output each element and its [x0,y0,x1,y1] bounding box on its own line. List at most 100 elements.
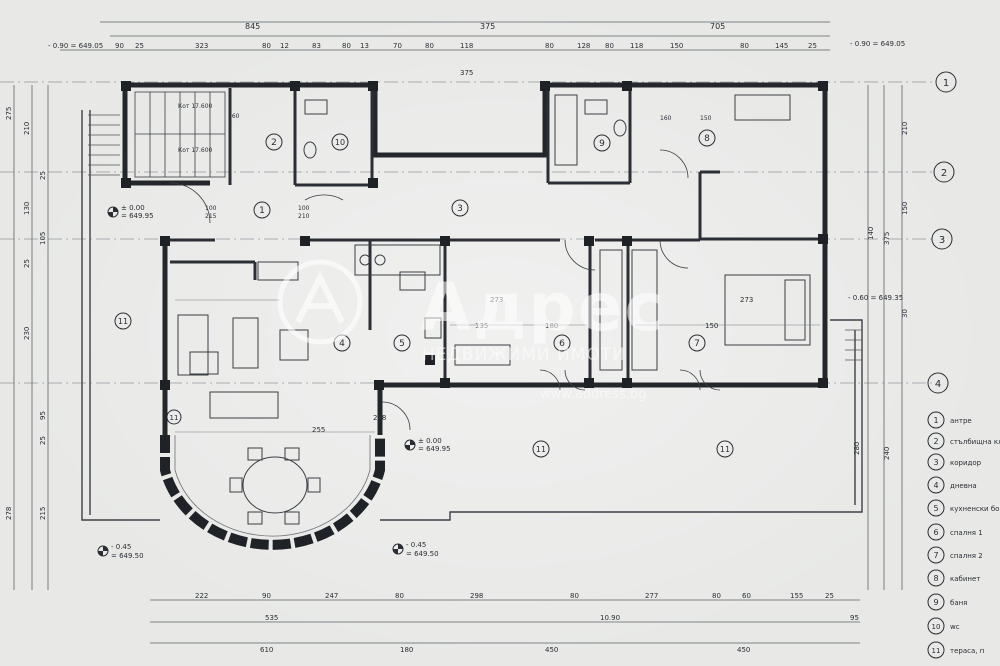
legend-num-8: 8 [933,574,938,583]
staircase [134,91,226,178]
dim-bot1-5: 80 [570,592,579,600]
dim-right-5: 280 [853,442,861,455]
legend-label-9: баня [950,599,967,607]
dim-top4-10: 118 [460,42,473,50]
dim-bot2-2: 95 [850,614,859,622]
inner-dimension-lines [175,299,820,433]
room-label-11a: 11 [118,317,128,326]
legend-label-1: антре [950,417,972,425]
door-swings [169,149,721,431]
dim-top1: 845 [245,22,260,31]
dim-top4-11: 80 [545,42,554,50]
grid-axis-markers: 1 2 3 4 [927,71,957,394]
bedroom-furniture [454,249,811,371]
room-label-1: 1 [259,206,265,216]
dim-inner-1: 273 [490,296,503,304]
legend-num-7: 7 [933,551,938,560]
dining-table [229,447,321,525]
level-top-right: - 0.90 = 649.05 [850,40,905,48]
level-center-1b: = 649.95 [418,445,451,453]
room-marker-11b [532,440,550,458]
room-marker-5 [393,334,411,352]
stair-level-2: Кот 17.600 [178,147,213,154]
legend-label-7: спалня 2 [950,552,983,560]
level-symbol-bottom-center [392,543,404,555]
dim-bot3-1: 180 [400,646,413,654]
dim-right-2: 375 [883,232,891,245]
room-marker-10 [331,133,349,151]
stair-level-1: Кот 17.600 [178,103,213,110]
level-symbol-center [404,439,416,451]
level-bottom-center-b: = 649.50 [406,550,439,558]
room-marker-11a [114,312,132,330]
dim-bot2-1: 10.90 [600,614,620,622]
structural-columns [121,81,828,390]
dim-inner-5: 150 [705,322,718,330]
legend-num-3: 3 [933,458,938,467]
room-markers: 1 2 3 4 5 6 7 8 9 10 11 11 11 11 [114,129,734,458]
legend-num-4: 4 [933,481,938,490]
room-label-8: 8 [704,134,710,144]
legend-label-4: дневна [950,482,977,490]
room-marker-6 [553,334,571,352]
room-label-4: 4 [339,339,345,349]
axis-marker-3 [931,228,953,250]
legend-num-6: 6 [933,528,938,537]
living-furniture [177,261,309,419]
interior-walls [165,88,825,385]
level-center-1: ± 0.00 [418,437,442,445]
terrace-outline [81,110,863,521]
room-marker-3 [451,199,469,217]
room-label-3: 3 [457,204,463,214]
terrace-stair-hatch [88,114,862,361]
dim-left-0: 275 [5,107,13,120]
dim-inner-9: 248 [373,414,386,422]
room-label-5: 5 [399,339,405,349]
dimension-lines [13,21,903,644]
dining-bay [160,435,385,550]
room-marker-2 [265,133,283,151]
dim-bot3-0: 610 [260,646,273,654]
dim-top4-0: 90 [115,42,124,50]
dim-top4-16: 80 [740,42,749,50]
dim-right-4: 30 [901,309,909,318]
dim-inner-0: 375 [460,69,473,77]
axis-label-4: 4 [935,379,941,390]
room-label-10: 10 [335,138,345,147]
legend-num-2: 2 [933,437,938,446]
legend-item: 9 баня [927,593,967,611]
dim-top4-12: 128 [577,42,590,50]
axis-marker-2 [933,161,955,183]
legend-label-11: тераса, п [950,647,984,655]
dim-top3: 705 [710,22,725,31]
level-left-1: ± 0.00 [121,204,145,212]
room-marker-11c [716,440,734,458]
legend-item: 8 кабинет [927,569,980,587]
watermark: Адрес НЕДВИЖИМИ ИМОТИ www.address.bg [277,259,666,402]
dim-bot1-6: 277 [645,592,658,600]
dim-bot1-2: 247 [325,592,338,600]
dim-inner-8: 255 [312,426,325,434]
axis-label-2: 2 [941,168,947,179]
room-label-11d: 11 [170,414,179,422]
watermark-brand: Адрес [420,269,666,346]
level-left-1b: = 649.95 [121,212,154,220]
dim-top4-7: 13 [360,42,369,50]
axis-label-1: 1 [943,78,949,89]
room-label-2: 2 [271,138,277,148]
dim-left-2: 25 [39,171,47,180]
legend-num-5: 5 [933,504,938,513]
room-label-11c: 11 [720,445,730,454]
legend-item: 6 спалня 1 [927,523,983,541]
legend-item: 10 wc [927,617,960,635]
room-label-7: 7 [694,339,700,349]
dim-inner-4: 273 [740,296,753,304]
room-marker-8 [698,129,716,147]
dim-bot2-0: 535 [265,614,278,622]
legend-item: 2 стълбищна кле [927,432,1000,450]
level-right-1: - 0.60 = 649.35 [848,294,903,302]
legend-num-1: 1 [933,416,938,425]
dim-top4-6: 80 [342,42,351,50]
dim-right-1: 150 [901,202,909,215]
